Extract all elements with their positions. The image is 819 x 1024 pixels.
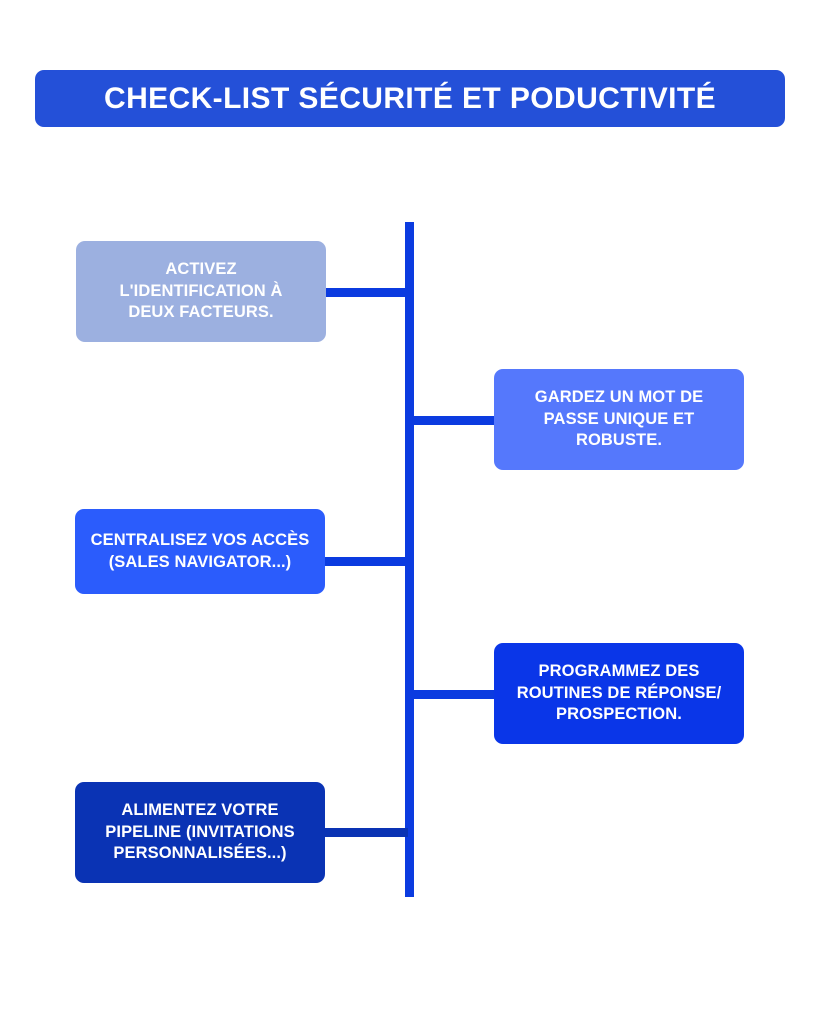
checklist-item-5[interactable]: ALIMENTEZ VOTRE PIPELINE (INVITATIONS PE… <box>75 782 325 883</box>
connector-line-4 <box>411 690 497 699</box>
checklist-item-2-label: GARDEZ UN MOT DE PASSE UNIQUE ET ROBUSTE… <box>534 387 704 450</box>
checklist-item-1[interactable]: ACTIVEZ L'IDENTIFICATION À DEUX FACTEURS… <box>76 241 326 342</box>
page-title: CHECK-LIST SÉCURITÉ ET PODUCTIVITÉ <box>104 81 716 115</box>
checklist-item-2[interactable]: GARDEZ UN MOT DE PASSE UNIQUE ET ROBUSTE… <box>494 369 744 470</box>
page-title-banner: CHECK-LIST SÉCURITÉ ET PODUCTIVITÉ <box>35 70 785 127</box>
checklist-item-3-label: CENTRALISEZ VOS ACCÈS (SALES NAVIGATOR..… <box>90 530 310 571</box>
connector-line-5 <box>325 828 408 837</box>
timeline-spine <box>405 222 414 897</box>
connector-line-2 <box>411 416 497 425</box>
checklist-item-4-label: PROGRAMMEZ DES ROUTINES DE RÉPONSE/ PROS… <box>516 661 722 724</box>
connector-line-3 <box>325 557 408 566</box>
checklist-item-5-label: ALIMENTEZ VOTRE PIPELINE (INVITATIONS PE… <box>105 800 295 863</box>
connector-line-1 <box>326 288 408 297</box>
checklist-item-4[interactable]: PROGRAMMEZ DES ROUTINES DE RÉPONSE/ PROS… <box>494 643 744 744</box>
checklist-item-3[interactable]: CENTRALISEZ VOS ACCÈS (SALES NAVIGATOR..… <box>75 509 325 594</box>
checklist-item-1-label: ACTIVEZ L'IDENTIFICATION À DEUX FACTEURS… <box>119 259 283 322</box>
